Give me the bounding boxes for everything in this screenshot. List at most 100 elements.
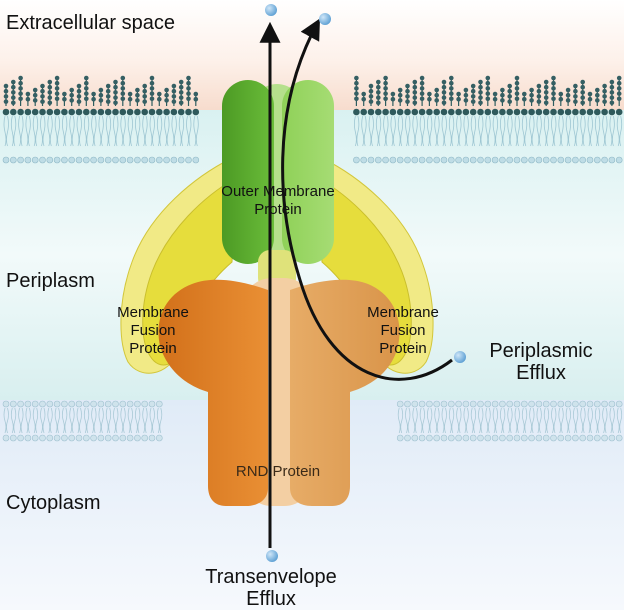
lps-sugar: [47, 100, 53, 106]
lps-sugar: [543, 79, 549, 85]
lps-sugar: [84, 96, 89, 102]
lipid-head: [39, 434, 46, 442]
lipid-tail: [470, 115, 477, 147]
lps-sugar: [171, 94, 177, 99]
lps-sugar: [142, 94, 147, 99]
lipid-head: [156, 108, 163, 116]
lipid-tail: [492, 115, 498, 147]
lipid-head: [447, 434, 455, 442]
lipid-head: [177, 156, 185, 164]
lps-sugar: [470, 88, 476, 94]
lps-sugar: [76, 94, 82, 99]
lipid-tail: [558, 115, 564, 147]
lipid-tail: [485, 407, 491, 434]
lipid-tail: [3, 407, 9, 434]
substrate-molecule: [265, 4, 277, 16]
lps-sugar: [616, 75, 622, 81]
lps-sugar: [178, 100, 184, 106]
lipid-tail: [587, 115, 593, 147]
lps-sugar: [383, 80, 388, 86]
lipid-head: [499, 400, 506, 408]
lps-sugar: [449, 86, 454, 91]
extracellular-space-label: Extracellular space: [6, 12, 175, 34]
lps-sugar: [485, 86, 491, 91]
lps-sugar: [412, 100, 418, 106]
lipid-tail: [47, 115, 53, 147]
lipid-tail: [565, 407, 571, 434]
lipid-head: [484, 400, 492, 408]
lipid-head: [39, 108, 46, 116]
lps-sugar: [427, 91, 432, 97]
lps-sugar: [456, 96, 461, 102]
lipid-head: [126, 400, 134, 408]
lps-sugar: [171, 88, 177, 94]
lps-sugar: [529, 92, 534, 98]
lps-sugar: [157, 96, 162, 102]
lipid-head: [396, 400, 404, 408]
lps-sugar: [69, 98, 74, 103]
lipid-tail: [492, 407, 498, 434]
lipid-head: [75, 108, 83, 116]
label-line: Outer Membrane: [221, 183, 335, 200]
lipid-tail: [551, 407, 557, 434]
lipid-head: [433, 156, 441, 164]
lipid-head: [615, 400, 623, 408]
lps-sugar: [383, 75, 388, 81]
lipid-head: [134, 400, 141, 408]
lipid-head: [506, 434, 514, 442]
lipid-head: [572, 108, 579, 116]
lipid-head: [141, 434, 148, 442]
lipid-tail: [164, 115, 170, 147]
lps-sugar: [120, 96, 126, 102]
lipid-head: [68, 434, 75, 442]
lps-sugar: [602, 83, 607, 89]
lipid-head: [46, 108, 54, 116]
lipid-head: [24, 400, 32, 408]
lps-sugar: [616, 80, 622, 86]
lipid-tail: [594, 115, 601, 147]
lps-sugar: [470, 99, 476, 104]
lps-sugar: [463, 87, 469, 93]
lipid-tail: [178, 115, 185, 147]
lps-sugar: [178, 79, 184, 85]
lipid-tail: [419, 115, 425, 147]
lipid-head: [542, 400, 550, 408]
lipid-head: [462, 108, 470, 116]
lipid-tail: [354, 115, 360, 147]
lipid-head: [112, 400, 119, 408]
lps-sugar: [32, 87, 38, 93]
lps-sugar: [127, 91, 133, 97]
lipid-head: [411, 108, 419, 116]
label-line: Protein: [254, 201, 302, 218]
lipid-tail: [602, 407, 608, 434]
substrate-molecule: [266, 550, 278, 562]
lps-sugar: [40, 94, 45, 99]
lps-sugar: [368, 94, 374, 99]
lipid-head: [418, 400, 426, 408]
lipid-head: [615, 156, 623, 164]
lps-sugar: [193, 91, 199, 97]
lipid-tail: [113, 115, 119, 147]
lipid-tail: [514, 407, 520, 434]
periplasm-label: Periplasm: [6, 270, 95, 292]
lps-sugar: [120, 91, 126, 96]
lipid-tail: [62, 115, 68, 147]
lps-sugar: [580, 100, 585, 106]
lps-sugar: [397, 98, 403, 103]
lps-sugar: [529, 98, 534, 103]
lipid-head: [10, 108, 17, 116]
lipid-head: [557, 400, 565, 408]
lps-sugar: [11, 84, 16, 90]
lipid-head: [156, 156, 163, 164]
lps-sugar: [142, 88, 147, 94]
lipid-head: [491, 156, 499, 164]
lps-sugar: [551, 86, 556, 91]
lps-sugar: [178, 95, 184, 100]
lps-sugar: [113, 100, 118, 106]
lipid-head: [10, 156, 17, 164]
lipid-head: [426, 108, 433, 116]
lps-sugar: [62, 91, 67, 97]
lipid-head: [601, 156, 608, 164]
lps-sugar: [573, 83, 578, 89]
